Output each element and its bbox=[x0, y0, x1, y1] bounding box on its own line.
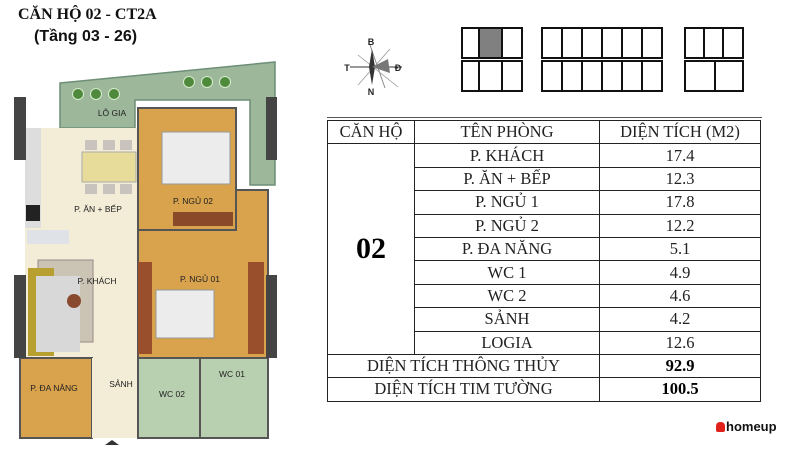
compass-north: B bbox=[368, 37, 375, 47]
hall-area bbox=[92, 358, 138, 438]
wc-1-area bbox=[199, 357, 269, 439]
room-area: 4.9 bbox=[599, 260, 761, 285]
building-key-plan bbox=[461, 27, 744, 92]
header-apartment: CĂN HỘ bbox=[327, 119, 415, 145]
stove-icon bbox=[26, 205, 40, 221]
gross-area-label: DIỆN TÍCH TIM TƯỜNG bbox=[327, 377, 600, 402]
floor-plan: LÔ GIA P. ĂN + BẾP P. NGỦ 02 P. KHÁCH P.… bbox=[14, 61, 277, 445]
room-name: LOGIA bbox=[414, 330, 600, 355]
brand-name: homeup bbox=[726, 419, 777, 434]
room-area: 12.3 bbox=[599, 166, 761, 192]
header-room: TÊN PHÒNG bbox=[414, 119, 600, 145]
floor-range: (Tầng 03 - 26) bbox=[34, 28, 138, 45]
room-name: WC 1 bbox=[414, 260, 600, 285]
label-logia: LÔ GIA bbox=[98, 108, 127, 118]
bed-icon bbox=[155, 289, 215, 339]
compass-south: N bbox=[368, 87, 375, 95]
plant-icons bbox=[72, 76, 231, 100]
apartment-number: 02 bbox=[327, 143, 415, 355]
compass-west: T bbox=[344, 63, 350, 73]
label-wc-1: WC 01 bbox=[219, 369, 245, 379]
homeup-logo: homeup bbox=[716, 419, 777, 434]
room-name: P. ĂN + BẾP bbox=[414, 166, 600, 192]
wc-2-area bbox=[137, 357, 201, 439]
label-living: P. KHÁCH bbox=[77, 276, 116, 286]
room-area: 4.6 bbox=[599, 283, 761, 309]
net-area-label: DIỆN TÍCH THÔNG THỦY bbox=[327, 353, 600, 379]
room-area: 12.2 bbox=[599, 213, 761, 238]
room-area: 17.8 bbox=[599, 190, 761, 215]
room-name: SẢNH bbox=[414, 307, 600, 332]
room-name: P. KHÁCH bbox=[414, 143, 600, 168]
room-name: P. NGỦ 1 bbox=[414, 190, 600, 215]
label-kitchen: P. ĂN + BẾP bbox=[74, 204, 122, 214]
entrance-arrow-icon bbox=[105, 440, 119, 445]
label-bedroom-2: P. NGỦ 02 bbox=[173, 195, 213, 206]
label-wc-2: WC 02 bbox=[159, 389, 185, 399]
gross-area-value: 100.5 bbox=[599, 377, 761, 402]
room-area: 5.1 bbox=[599, 236, 761, 262]
homeup-logo-icon bbox=[716, 421, 725, 432]
label-multi-room: P. ĐA NĂNG bbox=[30, 383, 78, 393]
compass-rose-icon: B T Đ N bbox=[344, 37, 402, 95]
multi-room-area bbox=[19, 357, 93, 439]
dining-table-icon bbox=[81, 151, 137, 183]
bed-icon bbox=[161, 131, 231, 185]
plan-title: CĂN HỘ 02 - CT2A bbox=[18, 6, 157, 23]
room-name: P. NGỦ 2 bbox=[414, 213, 600, 238]
room-area: 12.6 bbox=[599, 330, 761, 355]
highlighted-unit bbox=[478, 27, 503, 59]
room-area: 17.4 bbox=[599, 143, 761, 168]
label-bedroom-1: P. NGỦ 01 bbox=[180, 273, 220, 284]
table-header-row: CĂN HỘ TÊN PHÒNG DIỆN TÍCH (M2) bbox=[327, 119, 761, 145]
room-name: P. ĐA NĂNG bbox=[414, 236, 600, 262]
net-area-value: 92.9 bbox=[599, 353, 761, 379]
label-hall: SẢNH bbox=[109, 378, 133, 389]
room-name: WC 2 bbox=[414, 283, 600, 309]
room-area: 4.2 bbox=[599, 307, 761, 332]
divider bbox=[327, 117, 762, 118]
header-area: DIỆN TÍCH (M2) bbox=[599, 119, 761, 145]
compass-east: Đ bbox=[395, 63, 402, 73]
